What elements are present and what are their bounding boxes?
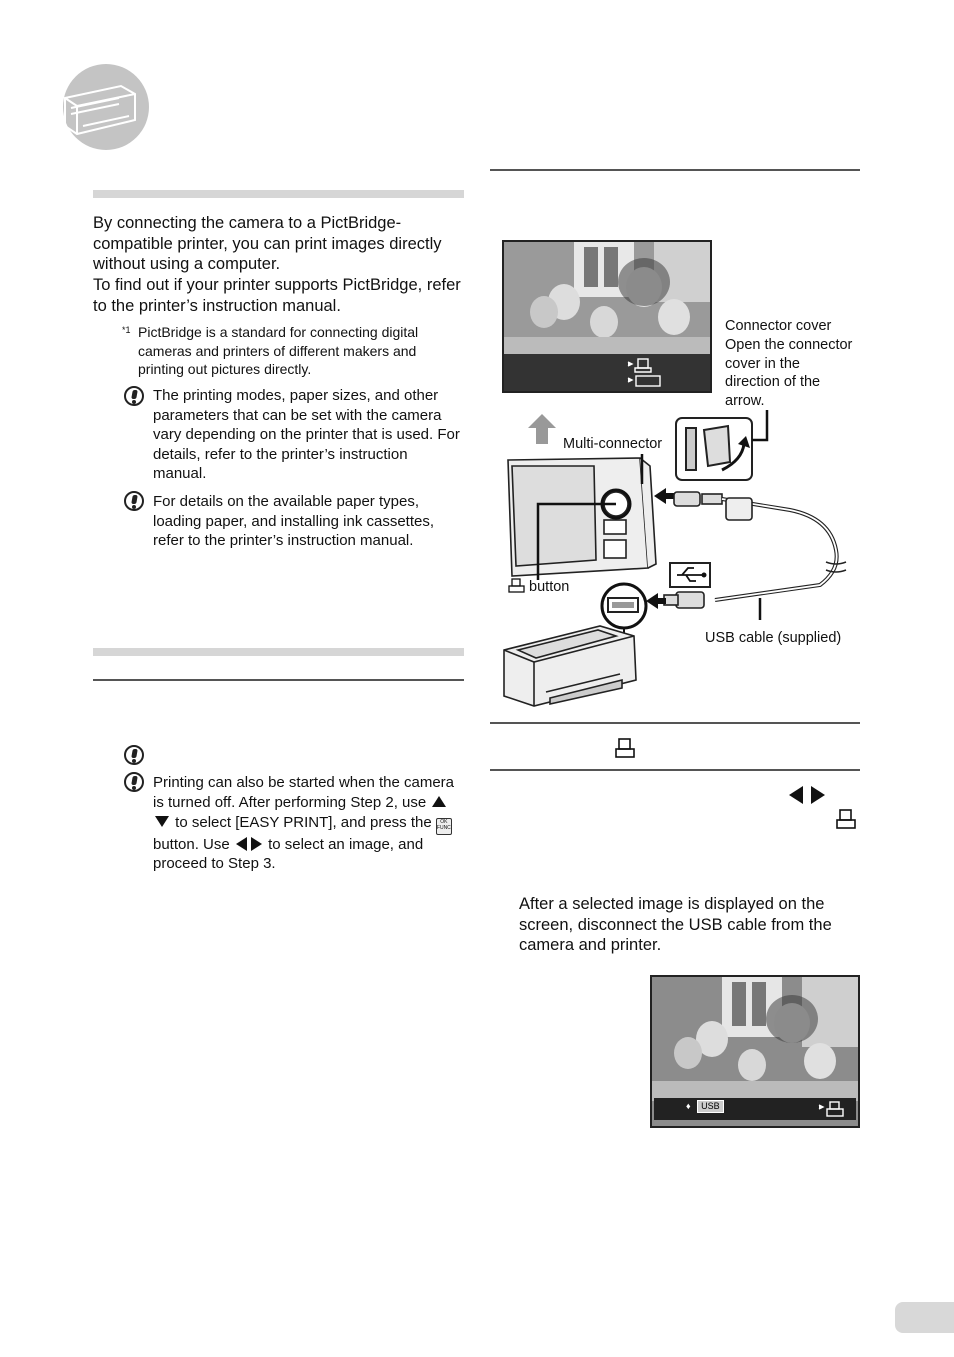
arrow-right-icon bbox=[811, 786, 826, 804]
arrow-up-icon bbox=[432, 795, 447, 807]
footnote-text: PictBridge is a standard for connecting … bbox=[138, 324, 419, 377]
arrow-left-icon bbox=[646, 593, 666, 609]
caution-icon bbox=[124, 772, 144, 792]
camera-screen-photo bbox=[502, 240, 712, 393]
note-paper-types: For details on the available paper types… bbox=[153, 493, 435, 549]
camera-screen-photo-2: ♦ USB bbox=[650, 975, 860, 1128]
usb-cable-label: USB cable (supplied) bbox=[705, 630, 842, 646]
screen-osd-bar bbox=[504, 354, 710, 391]
print-button-label: button bbox=[529, 579, 570, 595]
connector-inset bbox=[675, 417, 753, 481]
printer-illustration bbox=[503, 625, 637, 707]
note-printing-modes: The printing modes, paper sizes, and oth… bbox=[153, 387, 460, 482]
arrow-up-icon bbox=[528, 414, 556, 444]
family-photo bbox=[504, 242, 710, 354]
multi-connector-label: Multi-connector bbox=[563, 436, 663, 452]
section-rule-top-left bbox=[93, 190, 464, 198]
arrow-left-icon bbox=[235, 836, 247, 851]
section-rule-step-right bbox=[490, 769, 860, 771]
step-arrows bbox=[787, 786, 827, 807]
intro-paragraph-2: To find out if your printer supports Pic… bbox=[93, 276, 461, 315]
intro-paragraph-1: By connecting the camera to a PictBridge… bbox=[93, 214, 442, 273]
caution-icon bbox=[124, 491, 144, 511]
section-rule-mid-left bbox=[93, 648, 464, 656]
arrow-icon: ♦ bbox=[686, 1101, 691, 1111]
page-number-tab bbox=[895, 1302, 954, 1333]
arrow-right-icon bbox=[250, 836, 262, 851]
chapter-badge bbox=[63, 64, 149, 150]
step-disconnect-text: After a selected image is displayed on t… bbox=[519, 895, 832, 954]
print-icon bbox=[836, 809, 856, 829]
section-rule-mid-right bbox=[490, 722, 860, 724]
printer-badge-icon bbox=[64, 84, 136, 136]
print-icon bbox=[508, 578, 525, 593]
section-rule-top-right bbox=[490, 169, 860, 171]
note-turned-off: Printing can also be started when the ca… bbox=[153, 773, 463, 874]
camera-illustration bbox=[507, 457, 657, 577]
footnote-mark: *1 bbox=[122, 325, 131, 335]
print-icon bbox=[627, 358, 661, 387]
usb-badge: USB bbox=[697, 1100, 724, 1113]
arrow-down-icon bbox=[155, 815, 169, 827]
section-rule-thin-left bbox=[93, 679, 464, 681]
note-turned-off-d: to select an image, and proceed to Step … bbox=[153, 835, 424, 873]
print-icon bbox=[818, 1101, 844, 1117]
print-icon bbox=[615, 738, 635, 758]
note-turned-off-b: to select [EASY PRINT], and press the bbox=[175, 813, 432, 831]
connection-diagram bbox=[503, 410, 847, 707]
arrow-left-icon bbox=[789, 786, 803, 804]
note-turned-off-c: button. Use bbox=[153, 835, 230, 853]
caution-icon bbox=[124, 386, 144, 406]
connector-cover-instruction: Open the connector cover in the directio… bbox=[725, 337, 853, 409]
connector-cover-label: Connector cover bbox=[725, 318, 832, 334]
caution-icon bbox=[124, 745, 144, 765]
arrow-left-icon bbox=[654, 488, 680, 504]
note-turned-off-a: Printing can also be started when the ca… bbox=[153, 774, 455, 811]
usb-icon bbox=[669, 562, 711, 588]
print-button-label-group: button bbox=[508, 578, 569, 597]
usb-disconnect-indicator: ♦ USB bbox=[686, 1100, 724, 1118]
